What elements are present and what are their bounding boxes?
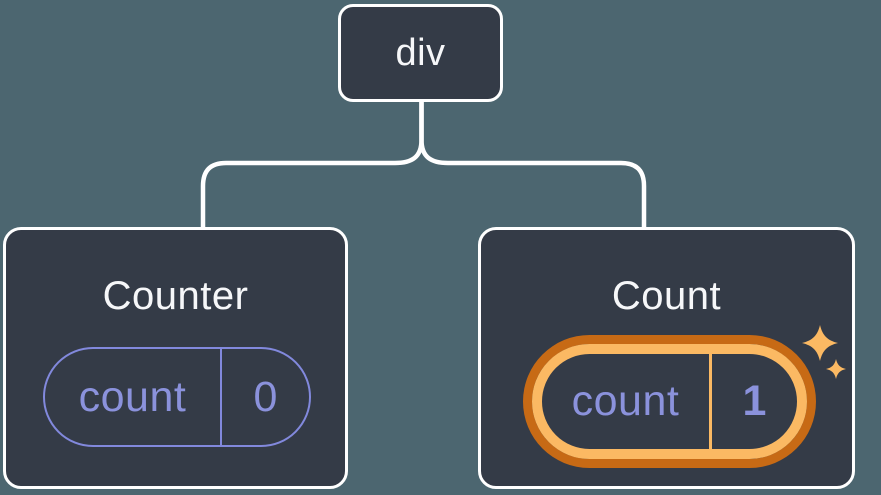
state-divider <box>220 349 222 445</box>
state-pill: count 0 <box>43 347 311 447</box>
connector-left-branch <box>200 98 424 231</box>
state-key: count <box>571 377 680 425</box>
state-key: count <box>78 372 187 421</box>
state-value: 0 <box>253 372 278 421</box>
state-divider <box>709 354 712 449</box>
highlighted-state-pill: count 1 <box>532 344 807 459</box>
card-title: Count <box>611 274 722 318</box>
root-node: div <box>338 4 503 102</box>
sparkles-icon <box>802 325 846 379</box>
component-card-count: Count count 1 <box>478 227 855 489</box>
state-value: 1 <box>742 377 767 425</box>
component-card-counter: Counter count 0 <box>3 227 348 489</box>
connector-right-branch <box>419 98 647 231</box>
sparkle-small <box>826 359 846 379</box>
card-title: Counter <box>102 274 249 318</box>
root-node-label: div <box>395 31 446 74</box>
sparkle-large <box>802 325 838 361</box>
